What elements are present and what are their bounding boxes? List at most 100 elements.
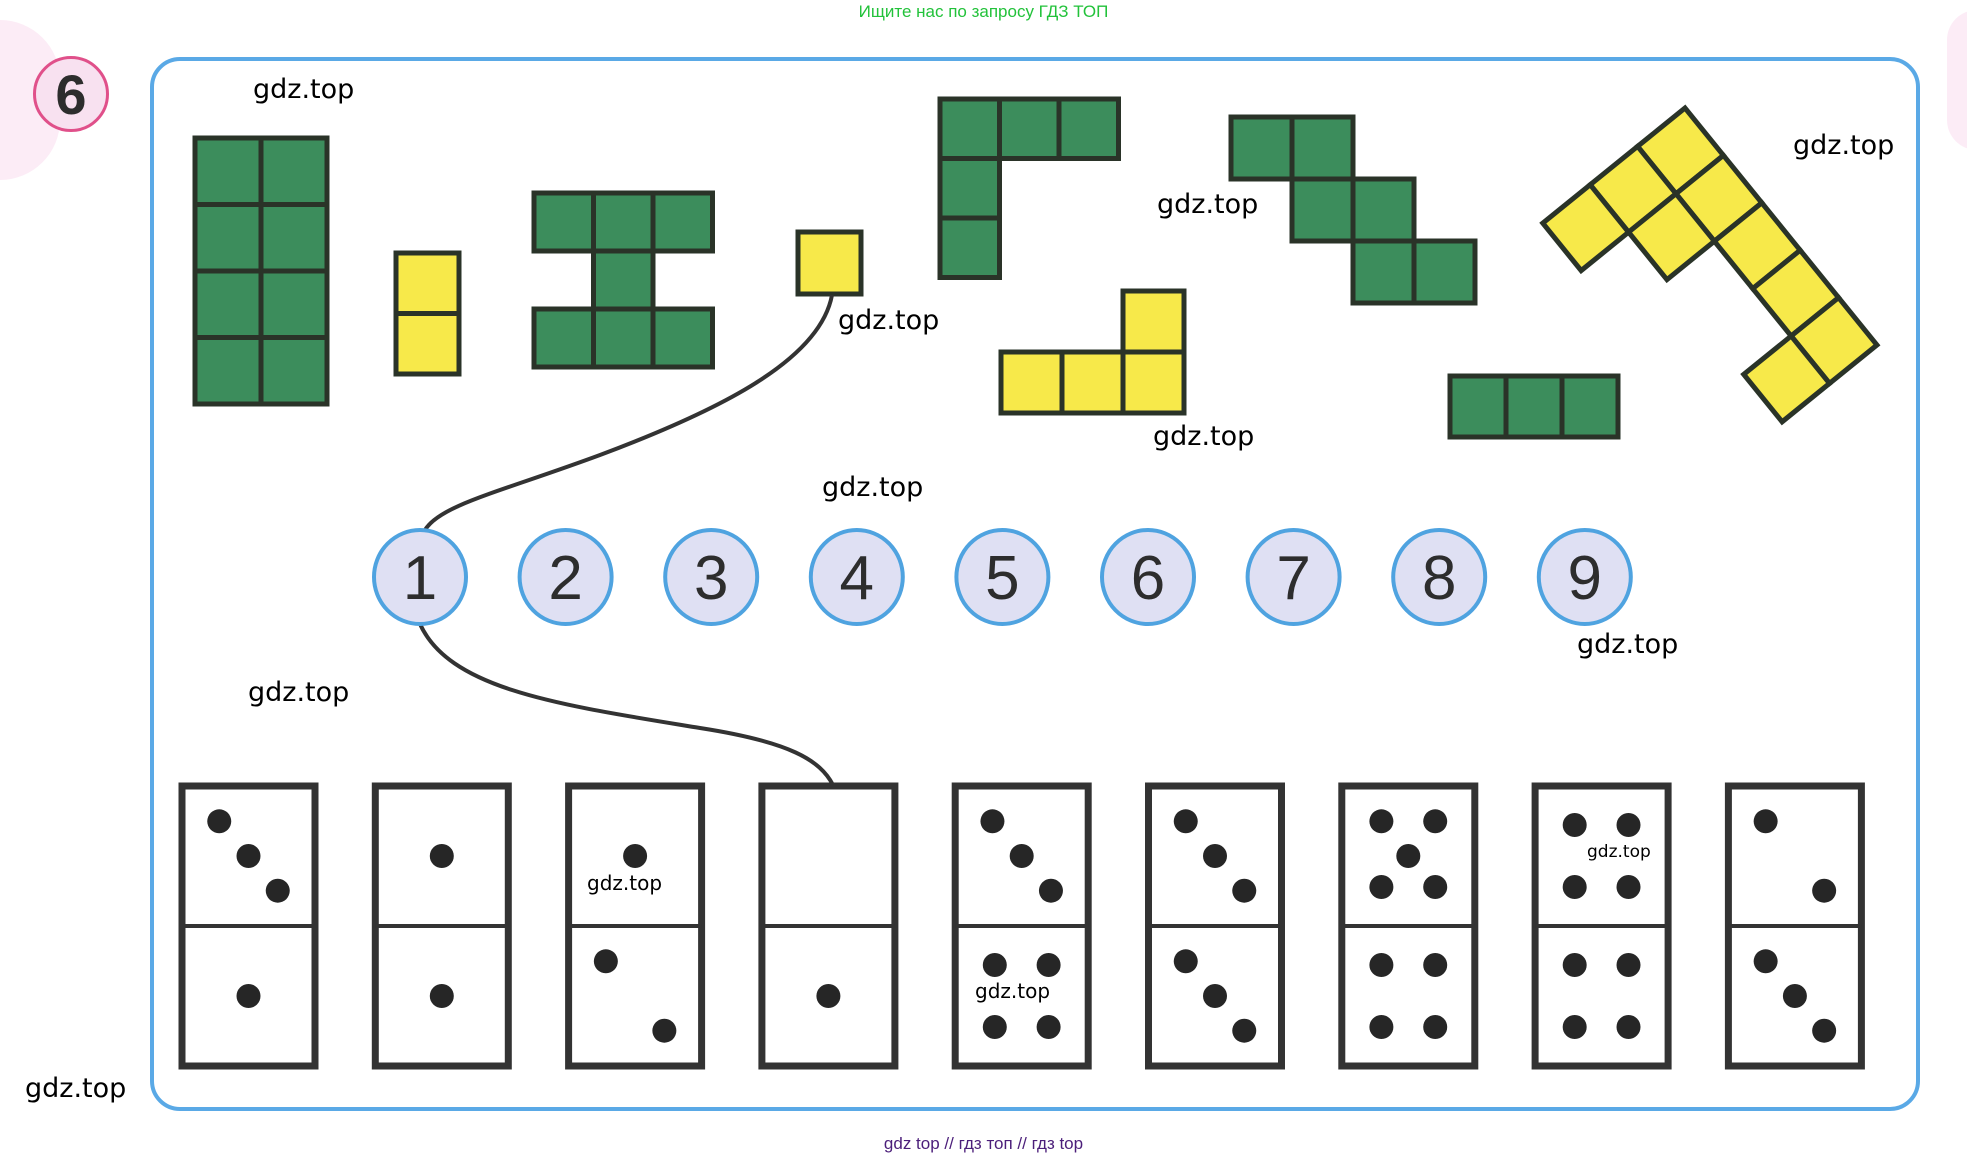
- domino-pip: [1616, 875, 1641, 899]
- domino-pip: [236, 984, 261, 1008]
- domino-top-half: [1369, 809, 1448, 899]
- domino-pip: [1616, 1015, 1641, 1039]
- shape-cell: [591, 190, 656, 254]
- domino-3[interactable]: [565, 782, 706, 1070]
- domino-bottom-half: [816, 984, 841, 1008]
- domino-9[interactable]: [1724, 782, 1865, 1070]
- domino-bottom-half: [1753, 949, 1837, 1043]
- domino-7[interactable]: [1338, 782, 1479, 1070]
- shape-cell: [937, 156, 1002, 221]
- domino-pip: [593, 949, 618, 974]
- domino-pip: [1423, 953, 1448, 977]
- number-circle-8[interactable]: 8: [1391, 528, 1488, 626]
- domino-6[interactable]: [1145, 782, 1285, 1070]
- circle-shape: [808, 528, 905, 626]
- domino-pip: [980, 809, 1005, 834]
- watermark: gdz.top: [25, 1073, 127, 1104]
- domino-4[interactable]: [758, 782, 899, 1070]
- domino-pip: [623, 844, 648, 868]
- shape-cell: [650, 190, 715, 254]
- shape-cell: [1559, 373, 1621, 440]
- footer-text: gdz top // гдз топ // гдз top: [883, 1134, 1084, 1153]
- domino-pip: [982, 953, 1007, 977]
- shape-cell: [393, 311, 462, 377]
- circle-number: 5: [985, 544, 1019, 613]
- domino-bottom-half: [1173, 949, 1257, 1043]
- domino-pip: [1036, 953, 1061, 977]
- shape-cell: [192, 268, 264, 340]
- shape-cell: [937, 96, 1002, 161]
- domino-top-half: [207, 809, 290, 903]
- domino-pip: [982, 1015, 1007, 1039]
- domino-top-half: [1753, 809, 1837, 903]
- shapes-layer: [192, 96, 1881, 440]
- watermark: gdz.top: [1157, 189, 1259, 220]
- shape-cell: [393, 250, 462, 316]
- domino-pip: [429, 984, 454, 1008]
- domino-pip: [1232, 878, 1257, 903]
- domino-bottom-half: [1369, 953, 1448, 1039]
- number-circle-5[interactable]: 5: [954, 528, 1051, 626]
- shape-cell: [1289, 176, 1356, 244]
- shape-cell: [192, 135, 264, 207]
- domino-top-half: [1562, 813, 1641, 899]
- domino-bottom-half: [429, 984, 454, 1008]
- domino-2[interactable]: [371, 782, 512, 1070]
- shape-cell: [795, 229, 864, 297]
- number-circle-2[interactable]: 2: [517, 528, 614, 626]
- watermark: gdz.top: [1153, 421, 1255, 452]
- green-i-shape: [531, 190, 715, 370]
- domino-top-half: [623, 844, 648, 868]
- connection-lines: [418, 294, 835, 786]
- shape-cell: [1503, 373, 1565, 440]
- shape-cell: [997, 96, 1062, 161]
- number-circle-1[interactable]: 1: [372, 528, 468, 626]
- number-circle-6[interactable]: 6: [1100, 528, 1196, 626]
- shape-cell: [591, 306, 656, 370]
- circle-shape: [372, 528, 468, 626]
- domino-top-half: [980, 809, 1063, 903]
- domino-5[interactable]: [951, 782, 1092, 1070]
- task-number: 6: [55, 62, 87, 126]
- number-circle-4[interactable]: 4: [808, 528, 905, 626]
- shape-cell: [998, 349, 1065, 416]
- domino-pip: [1369, 1015, 1394, 1039]
- domino-bottom-half: [1562, 953, 1641, 1039]
- shape-cell: [531, 306, 596, 370]
- number-circle-3[interactable]: 3: [663, 528, 760, 626]
- number-circle-7[interactable]: 7: [1245, 528, 1342, 626]
- yellow-single-square: [795, 229, 864, 297]
- circle-number: 1: [403, 544, 437, 613]
- domino-pip: [265, 878, 290, 903]
- watermark: gdz.top: [248, 677, 350, 708]
- domino-top-half: [429, 844, 454, 868]
- domino-pip: [1812, 1018, 1837, 1043]
- shape-cell: [1056, 96, 1121, 161]
- circle-shape: [663, 528, 760, 626]
- domino-pip: [1753, 949, 1778, 974]
- shape-cell: [1350, 176, 1417, 244]
- dominoes: [178, 782, 1865, 1070]
- domino-1[interactable]: [178, 782, 319, 1070]
- watermark: gdz.top: [975, 979, 1051, 1003]
- domino-pip: [1369, 809, 1394, 834]
- circle-number: 9: [1568, 544, 1602, 613]
- shape-cell: [937, 215, 1002, 280]
- shape-cell: [258, 335, 330, 407]
- shape-cell: [1289, 114, 1356, 182]
- green-2x4-rectangle: [192, 135, 330, 407]
- domino-pip: [429, 844, 454, 868]
- domino-8[interactable]: [1531, 782, 1672, 1070]
- domino-pip: [1369, 953, 1394, 977]
- domino-pip: [1616, 813, 1641, 837]
- number-circle-9[interactable]: 9: [1536, 528, 1633, 626]
- domino-top-half: [1173, 809, 1257, 903]
- shape-cell: [1539, 181, 1633, 275]
- shape-cell: [1059, 349, 1126, 416]
- shape-cell: [258, 135, 330, 207]
- exercise-frame: [150, 57, 1920, 1111]
- connection-line-square-to-circle-1: [423, 294, 834, 532]
- task-number-badge: 6: [33, 56, 109, 132]
